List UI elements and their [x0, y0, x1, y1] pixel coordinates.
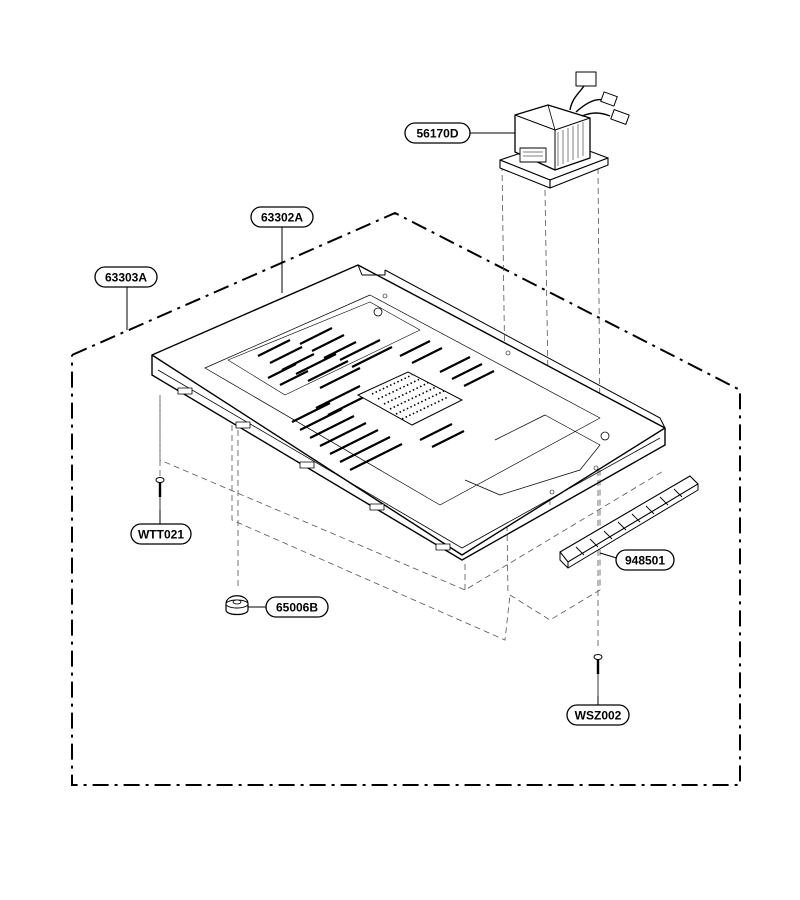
- callout-56170d[interactable]: 56170D: [404, 122, 471, 144]
- svg-text:948501: 948501: [625, 554, 665, 568]
- svg-text:WTT021: WTT021: [138, 528, 184, 542]
- callout-948501[interactable]: 948501: [615, 549, 675, 571]
- filler-strip: [559, 475, 699, 569]
- svg-text:WSZ002: WSZ002: [575, 709, 622, 723]
- svg-text:56170D: 56170D: [416, 127, 458, 141]
- vent-slots: [257, 327, 495, 471]
- callout-wtt021[interactable]: WTT021: [130, 523, 192, 545]
- callout-63303a[interactable]: 63303A: [94, 266, 158, 288]
- callout-65006b[interactable]: 65006B: [265, 596, 329, 618]
- svg-text:63303A: 63303A: [105, 271, 147, 285]
- foot-nut: [225, 595, 249, 616]
- screw-front: [155, 477, 165, 510]
- transformer: [499, 71, 630, 189]
- svg-text:63302A: 63302A: [261, 211, 303, 225]
- perforated-panel: [356, 371, 464, 426]
- svg-text:65006B: 65006B: [276, 601, 318, 615]
- assembly-boundary: [71, 211, 741, 786]
- screw-rear: [593, 654, 603, 696]
- callout-wsz002[interactable]: WSZ002: [566, 704, 630, 726]
- callout-63302a[interactable]: 63302A: [250, 206, 314, 228]
